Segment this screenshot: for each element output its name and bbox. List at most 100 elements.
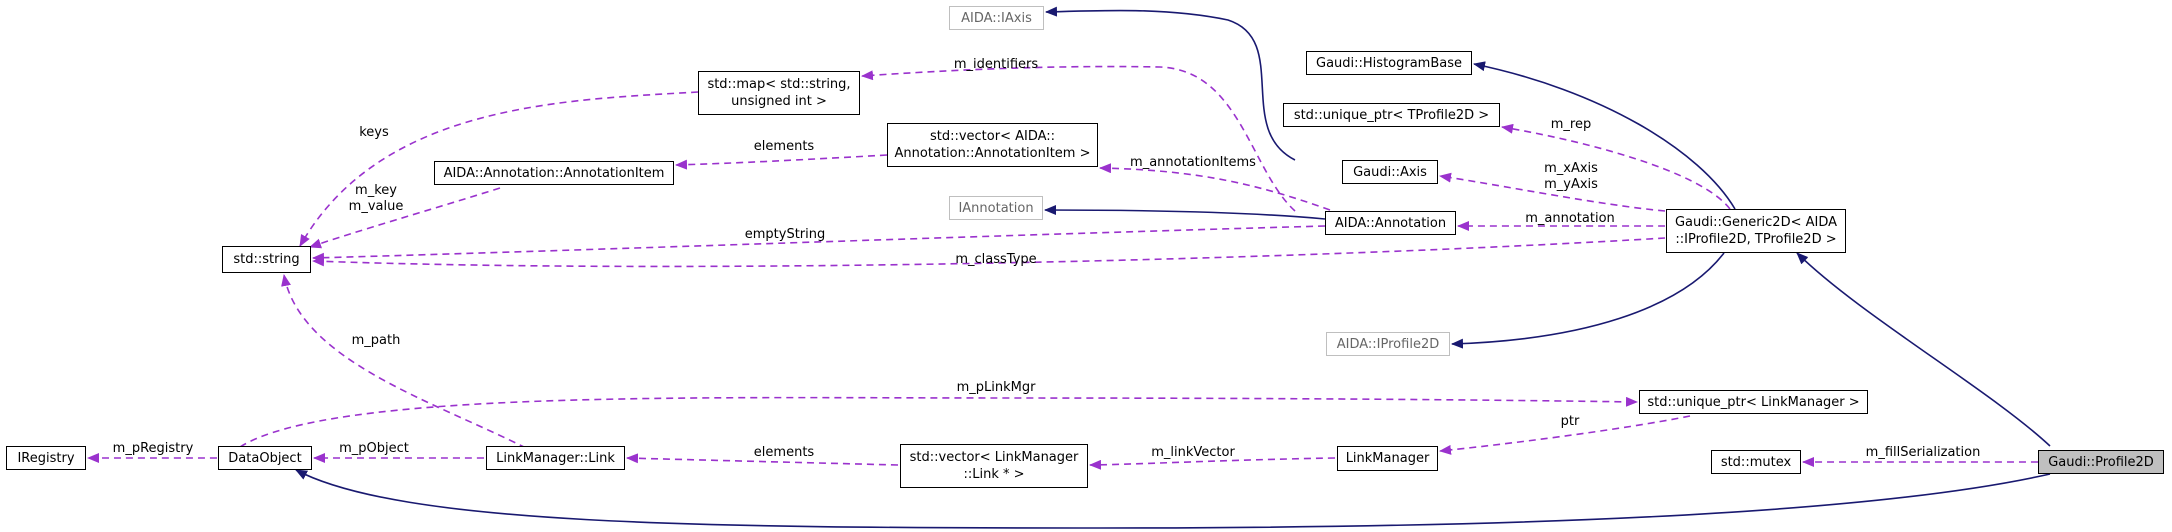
- node-label-line: std::map< std::string,: [707, 77, 851, 92]
- node-label-line: IAnnotation: [958, 200, 1034, 216]
- edge-label-line: emptyString: [744, 227, 826, 242]
- edge-annotation-to-iannotation: [1044, 205, 1326, 220]
- node-label-line: Gaudi::HistogramBase: [1316, 55, 1462, 71]
- edge-ptr-use: [1439, 415, 1691, 455]
- edge-unique-tprofile2d-use: [1501, 123, 1731, 210]
- edge-label-keys: keys: [359, 125, 389, 141]
- node-gaudi-profile2d[interactable]: Gaudi::Profile2D: [2038, 450, 2164, 474]
- edge-label-line: m_linkVector: [1151, 445, 1235, 460]
- edge-key-value-use: [309, 187, 501, 249]
- edge-label-empty-string: emptyString: [745, 227, 826, 243]
- edge-label-m-link-vector: m_linkVector: [1151, 445, 1235, 461]
- edge-label-m-class-type: m_classType: [955, 252, 1036, 268]
- edge-label-ptr: ptr: [1561, 414, 1580, 430]
- edge-plinkmgr-use: [239, 396, 1638, 448]
- edge-label-line: m_pRegistry: [112, 441, 194, 456]
- edge-generic2d-to-histogrambase: [1473, 61, 1736, 210]
- edge-label-m-annotation-items: m_annotationItems: [1130, 155, 1256, 171]
- edge-label-elements-annotation: elements: [754, 139, 814, 155]
- node-label-line: Gaudi::Generic2D< AIDA: [1674, 215, 1838, 230]
- edge-label-line: m_classType: [955, 252, 1037, 267]
- edge-label-m-axes: m_xAxis m_yAxis: [1544, 161, 1598, 193]
- edge-label-line: elements: [753, 445, 815, 460]
- node-aida-iaxis[interactable]: AIDA::IAxis: [949, 6, 1044, 30]
- node-aida-iprofile2d[interactable]: AIDA::IProfile2D: [1326, 332, 1450, 356]
- node-label-line: AIDA::IAxis: [961, 10, 1032, 26]
- node-histogram-base[interactable]: Gaudi::HistogramBase: [1306, 51, 1472, 75]
- edge-label-line: m_key: [355, 183, 397, 198]
- edge-label-m-path: m_path: [352, 333, 401, 349]
- edge-keys-use: [299, 91, 699, 247]
- node-generic2d[interactable]: Gaudi::Generic2D< AIDA ::IProfile2D, TPr…: [1666, 209, 1846, 253]
- edge-label-line: m_pObject: [339, 441, 409, 456]
- edge-label-line: m_fillSerialization: [1865, 445, 1981, 460]
- edge-generic2d-to-iprofile2d: [1451, 252, 1725, 349]
- node-label-line: AIDA::Annotation: [1334, 215, 1447, 231]
- edge-label-line: m_yAxis: [1544, 177, 1598, 192]
- node-label-line: IRegistry: [17, 450, 75, 466]
- node-label-line: std::vector< AIDA::: [929, 129, 1056, 144]
- node-label-line: std::mutex: [1720, 454, 1792, 470]
- node-std-mutex[interactable]: std::mutex: [1711, 450, 1801, 474]
- node-label-line: ::IProfile2D, TProfile2D >: [1675, 232, 1837, 247]
- node-label-line: std::unique_ptr< TProfile2D >: [1293, 107, 1490, 123]
- edge-label-m-rep: m_rep: [1551, 117, 1591, 133]
- node-annotation-item[interactable]: AIDA::Annotation::AnnotationItem: [434, 161, 674, 185]
- node-vector-annotation-item[interactable]: std::vector< AIDA:: Annotation::Annotati…: [887, 123, 1098, 167]
- edge-label-m-pregistry: m_pRegistry: [113, 441, 194, 457]
- edge-label-line: keys: [359, 125, 389, 140]
- node-label-line: Gaudi::Profile2D: [2048, 454, 2154, 470]
- edge-class-type-use: [312, 237, 1666, 268]
- edge-identifiers-use: [861, 65, 1296, 212]
- edge-label-m-annotation: m_annotation: [1525, 211, 1615, 227]
- node-label-line: unsigned int >: [731, 94, 827, 109]
- node-aida-annotation[interactable]: AIDA::Annotation: [1325, 211, 1456, 235]
- node-link-manager[interactable]: LinkManager: [1337, 446, 1438, 471]
- node-label-line: AIDA::IProfile2D: [1336, 336, 1440, 352]
- edge-elements-annotation-use: [675, 154, 888, 170]
- node-unique-ptr-tprofile2d[interactable]: std::unique_ptr< TProfile2D >: [1283, 103, 1500, 127]
- node-vector-link[interactable]: std::vector< LinkManager ::Link * >: [900, 444, 1088, 488]
- edge-label-line: m_rep: [1550, 117, 1592, 132]
- edge-label-m-identifiers: m_identifiers: [954, 57, 1038, 73]
- node-std-string[interactable]: std::string: [222, 246, 311, 273]
- node-label-line: AIDA::Annotation::AnnotationItem: [443, 165, 665, 181]
- node-gaudi-axis[interactable]: Gaudi::Axis: [1342, 160, 1438, 184]
- edge-label-line: m_annotationItems: [1130, 155, 1256, 170]
- edge-label-line: m_path: [351, 333, 401, 348]
- node-iregistry[interactable]: IRegistry: [6, 446, 86, 470]
- edge-label-line: m_identifiers: [953, 57, 1039, 72]
- node-label-line: LinkManager::Link: [496, 450, 615, 466]
- edge-gaudiaxis-to-iaxis: [1045, 6, 1296, 161]
- edge-profile2d-to-dataobject: [295, 469, 2051, 529]
- node-unique-ptr-linkmanager[interactable]: std::unique_ptr< LinkManager >: [1639, 390, 1868, 414]
- edge-label-m-pobject: m_pObject: [339, 441, 409, 457]
- edge-label-line: m_annotation: [1525, 211, 1615, 226]
- node-label-line: Annotation::AnnotationItem >: [894, 146, 1091, 161]
- edge-empty-string-use: [312, 225, 1326, 263]
- node-iannotation[interactable]: IAnnotation: [949, 196, 1043, 220]
- edge-label-line: m_pLinkMgr: [956, 380, 1036, 395]
- edge-elements-link-use: [626, 453, 899, 466]
- node-label-line: LinkManager: [1345, 451, 1430, 466]
- edge-path-use: [281, 274, 527, 449]
- node-label-line: Gaudi::Axis: [1353, 164, 1427, 180]
- edge-link-vector-use: [1089, 457, 1336, 470]
- node-label-line: DataObject: [228, 450, 302, 466]
- edge-label-line: m_xAxis: [1544, 161, 1598, 176]
- edge-label-line: elements: [753, 139, 815, 154]
- node-label-line: ::Link * >: [963, 467, 1025, 482]
- edge-label-m-key-value: m_key m_value: [349, 183, 404, 215]
- edge-label-m-plinkmgr: m_pLinkMgr: [957, 380, 1036, 396]
- node-label-line: std::unique_ptr< LinkManager >: [1647, 394, 1860, 410]
- node-data-object[interactable]: DataObject: [218, 446, 312, 470]
- edge-profile2d-to-generic2d: [1796, 252, 2051, 447]
- edge-annotationitems-use: [1099, 163, 1331, 211]
- node-label-line: std::string: [233, 252, 300, 267]
- edge-label-m-fill-serialization: m_fillSerialization: [1866, 445, 1981, 461]
- edge-label-elements-link: elements: [754, 445, 814, 461]
- node-link-manager-link[interactable]: LinkManager::Link: [486, 446, 625, 470]
- node-std-map[interactable]: std::map< std::string, unsigned int >: [698, 71, 860, 115]
